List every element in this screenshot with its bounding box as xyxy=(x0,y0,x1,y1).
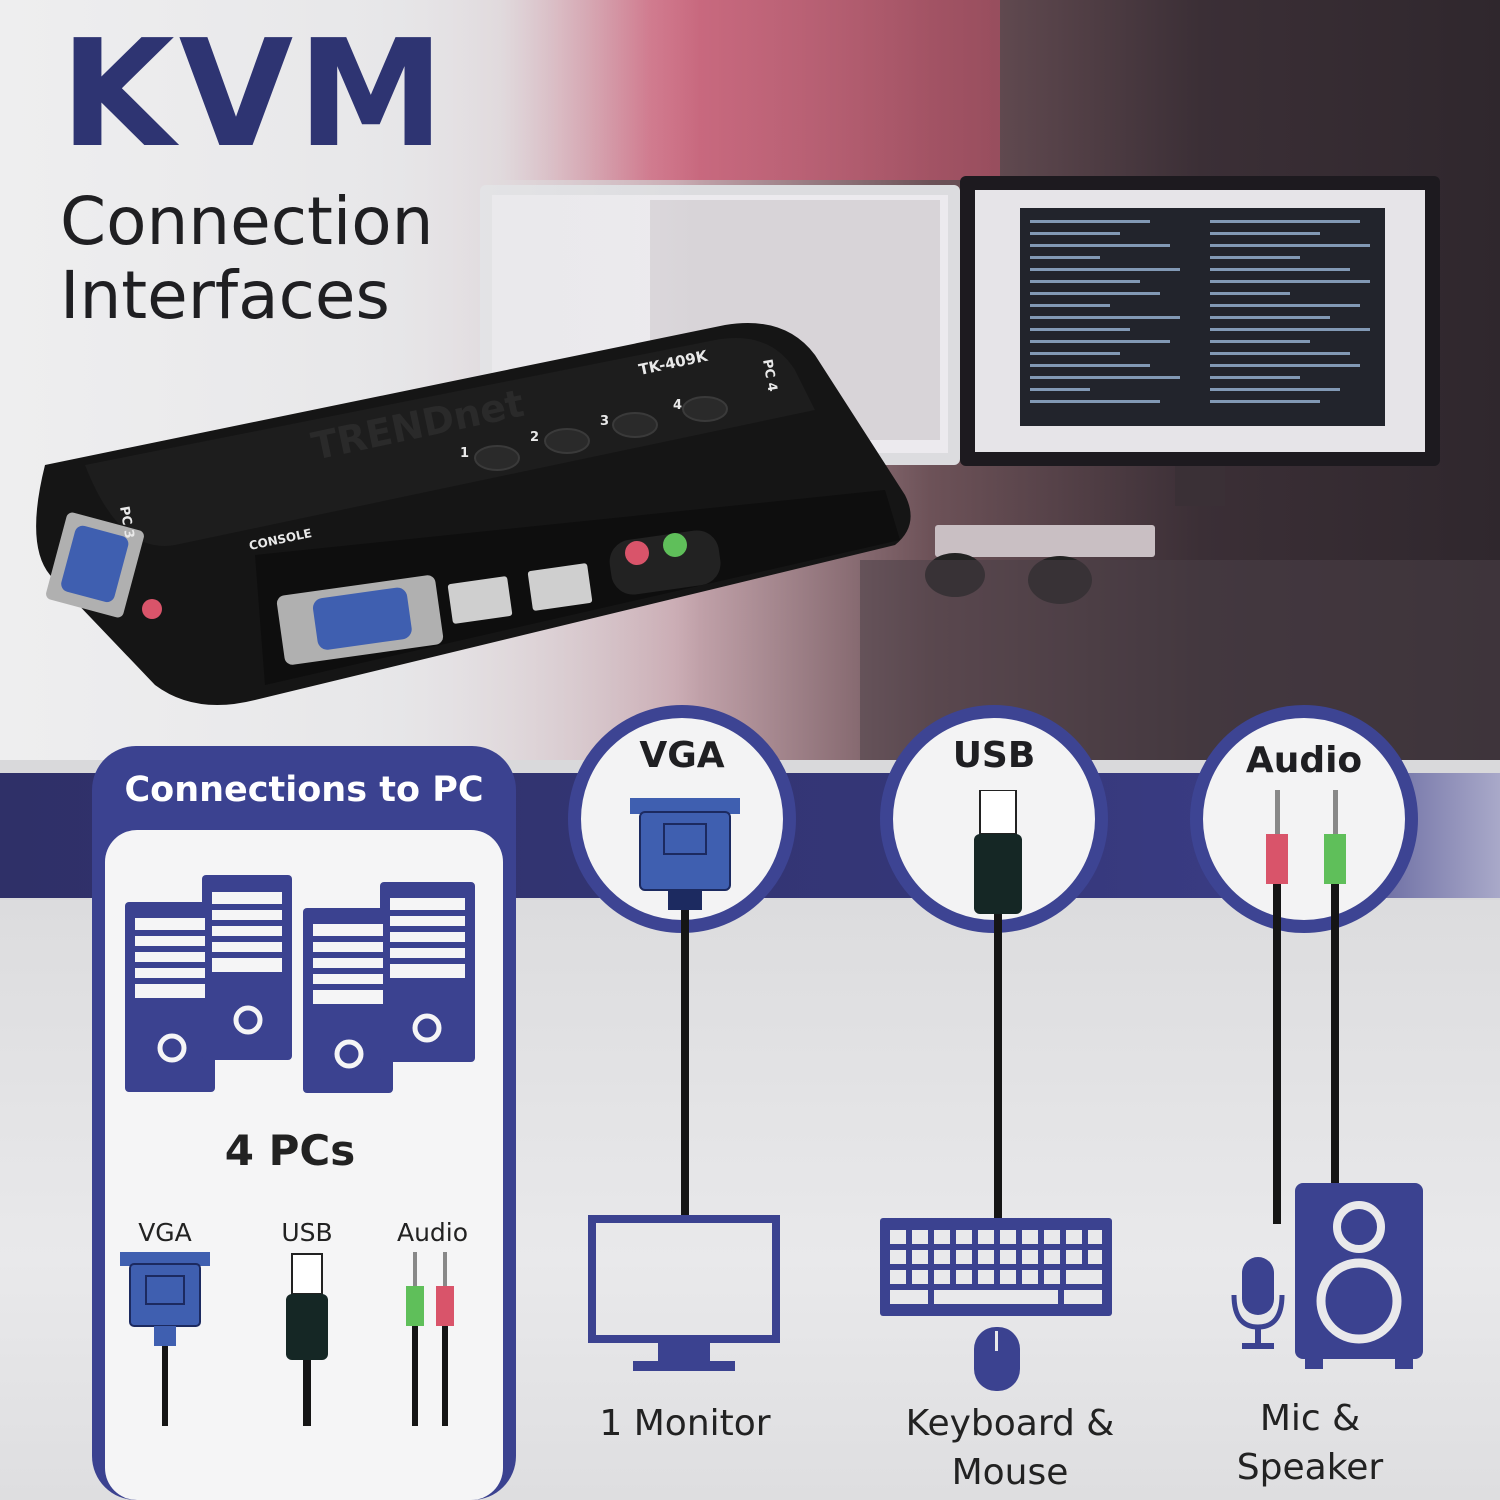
keyboard-mouse-label: Keyboard & Mouse xyxy=(870,1400,1150,1497)
mic-speaker-label: Mic & Speaker xyxy=(1200,1395,1420,1492)
device-button-4: 4 xyxy=(673,398,682,413)
microphone-icon xyxy=(1231,1257,1285,1349)
keyboard-mouse-label-line-2: Mouse xyxy=(951,1451,1069,1493)
mic-speaker-label-line-2: Speaker xyxy=(1236,1446,1384,1488)
device-button-2: 2 xyxy=(530,430,539,445)
device-port-pc4: PC 4 xyxy=(759,358,779,393)
pc-connectors-icons xyxy=(120,1252,454,1426)
device-button-1: 1 xyxy=(460,446,469,461)
pc-towers-icon xyxy=(125,875,475,1093)
speaker-icon xyxy=(1295,1183,1423,1369)
device-button-3: 3 xyxy=(600,414,609,429)
subtitle-line-1: Connection xyxy=(60,183,434,260)
pc-connector-label-vga: VGA xyxy=(138,1218,192,1247)
pc-connector-label-usb: USB xyxy=(281,1218,333,1247)
kvm-switch-device: TRENDnet TK-409K CONSOLE PC 3 PC 4 1 2 3… xyxy=(36,323,911,705)
monitor-icon xyxy=(588,1215,780,1371)
pc-count-label: 4 PCs xyxy=(224,1126,356,1175)
page-subtitle: Connection Interfaces xyxy=(60,185,433,333)
pc-connector-label-audio: Audio xyxy=(396,1218,469,1247)
device-port-pc3: PC 3 xyxy=(116,505,136,540)
usb-interface-label: USB xyxy=(952,735,1036,776)
keyboard-icon xyxy=(880,1218,1112,1316)
vga-interface-label: VGA xyxy=(639,735,725,776)
keyboard-mouse-label-line-1: Keyboard & xyxy=(905,1403,1115,1444)
audio-interface-label: Audio xyxy=(1245,740,1363,781)
mouse-icon xyxy=(974,1327,1020,1391)
pc-card-title: Connections to PC xyxy=(124,770,484,810)
monitor-label: 1 Monitor xyxy=(599,1403,771,1444)
page-title: KVM xyxy=(60,8,449,180)
mic-speaker-label-line-1: Mic & xyxy=(1259,1398,1361,1439)
subtitle-line-2: Interfaces xyxy=(60,256,390,334)
interface-cables xyxy=(630,790,1346,1224)
